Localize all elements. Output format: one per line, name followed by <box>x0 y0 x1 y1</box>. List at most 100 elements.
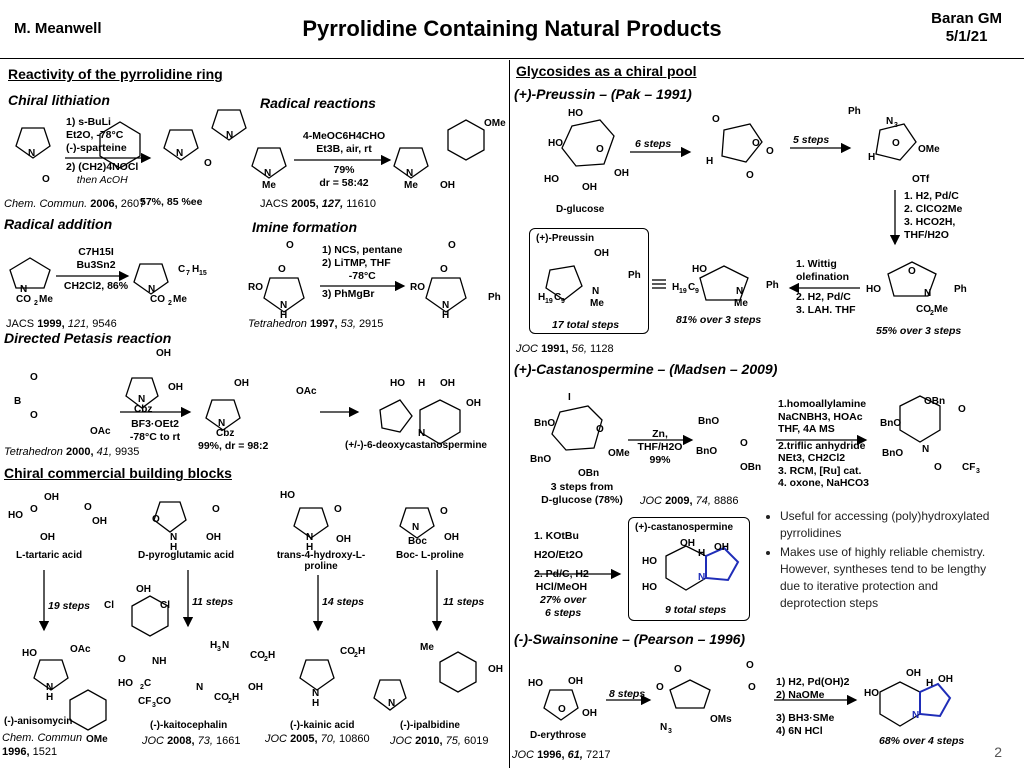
svg-text:O: O <box>152 514 160 525</box>
svg-text:O: O <box>448 240 456 251</box>
svg-text:HO: HO <box>118 678 133 689</box>
svg-text:2: 2 <box>140 684 144 691</box>
svg-text:9: 9 <box>695 288 699 295</box>
svg-text:N: N <box>660 722 667 733</box>
ring <box>721 123 763 163</box>
svg-text:HO: HO <box>390 378 405 389</box>
castanospermine-box-title: (+)-castanospermine <box>635 522 734 533</box>
svg-text:H: H <box>442 310 449 321</box>
svg-text:N: N <box>306 532 313 543</box>
svg-text:N: N <box>46 682 53 693</box>
reagent-line: 1. H2, Pd/C <box>904 190 959 202</box>
ring <box>251 147 287 179</box>
svg-text:OMe: OMe <box>608 448 630 459</box>
ring <box>419 399 461 445</box>
reagent-line: 3) BH3·SMe <box>776 712 835 724</box>
svg-text:CO: CO <box>250 650 265 661</box>
svg-text:OH: OH <box>136 584 151 595</box>
svg-text:N: N <box>170 532 177 543</box>
reagent-line: THF, 4A MS <box>778 423 835 435</box>
svg-text:CO: CO <box>150 294 165 305</box>
ring <box>699 265 749 301</box>
svg-text:Me: Me <box>262 180 276 191</box>
svg-text:H: H <box>706 156 713 167</box>
svg-text:OH: OH <box>466 398 481 409</box>
reagent-line: 2.triflic anhydride <box>778 439 866 452</box>
svg-text:O: O <box>892 138 900 149</box>
svg-text:N: N <box>406 168 413 179</box>
castanospermine-box: (+)-castanospermine 9 total steps <box>628 517 750 621</box>
svg-text:Me: Me <box>734 298 748 309</box>
svg-text:O: O <box>958 404 966 415</box>
svg-text:3: 3 <box>976 468 980 475</box>
highlight-ring <box>919 682 952 718</box>
svg-text:HO: HO <box>642 582 657 593</box>
building-block-boc-proline: Boc- L-proline <box>396 550 464 561</box>
ring <box>69 689 107 731</box>
preussin-reagents-right: 1. H2, Pd/C 2. ClCO2Me 3. HCO2H, THF/H2O <box>904 190 962 242</box>
yield-line: 27% over <box>540 594 587 606</box>
preussin-box-steps: 17 total steps <box>552 319 620 331</box>
svg-text:2: 2 <box>264 656 268 663</box>
svg-text:OH: OH <box>714 542 729 553</box>
preussin-step1: 6 steps <box>635 138 672 150</box>
svg-text:Me: Me <box>934 304 948 315</box>
pyrrolidine-rings <box>9 109 583 721</box>
svg-text:OH: OH <box>444 532 459 543</box>
reagent-line: 4. oxone, NaHCO3 <box>778 477 870 489</box>
imine-formation-ref: Tetrahedron 1997, 53, 2915 <box>248 318 384 330</box>
reagent-line: H2O/Et2O <box>534 549 584 561</box>
svg-text:N: N <box>176 148 183 159</box>
svg-text:H: H <box>268 650 275 661</box>
author-name: M. Meanwell <box>14 20 102 37</box>
svg-text:Cl: Cl <box>104 600 114 611</box>
ring <box>125 377 159 409</box>
svg-text:Cl: Cl <box>160 600 170 611</box>
ring <box>153 501 187 533</box>
svg-text:3: 3 <box>217 646 221 653</box>
reagent-line: 3. LAH. THF <box>796 304 856 316</box>
target-kainic: (-)-kainic acid <box>290 720 355 731</box>
note-line: 3 steps from <box>550 481 614 493</box>
summary-bullets: Useful for accessing (poly)hydroxylated … <box>764 508 1000 614</box>
preussin-title: (+)-Preussin – (Pak – 1991) <box>514 86 692 102</box>
ring <box>425 277 467 313</box>
svg-text:OBn: OBn <box>740 462 761 473</box>
svg-text:19: 19 <box>545 298 553 305</box>
reagent-line: THF/H2O <box>637 441 683 453</box>
group-date-block: Baran GM 5/1/21 <box>931 10 1002 46</box>
svg-text:H: H <box>210 640 217 651</box>
svg-text:OH: OH <box>156 348 171 359</box>
swainsonine-ref: JOC 1996, 61, 7217 <box>512 749 611 761</box>
svg-text:H: H <box>46 692 53 703</box>
ring <box>9 257 51 289</box>
reagent-line: then AcOH <box>76 174 128 186</box>
preussin-box-title: (+)-Preussin <box>536 233 595 244</box>
svg-text:BnO: BnO <box>530 454 551 465</box>
column-divider <box>509 60 510 768</box>
ring <box>15 127 51 159</box>
svg-text:H: H <box>418 378 425 389</box>
svg-text:19: 19 <box>679 288 687 295</box>
svg-text:O: O <box>558 704 566 715</box>
castanospermine-ref: JOC 2009, 74, 8886 <box>640 495 739 507</box>
swainsonine-title: (-)-Swainsonine – (Pearson – 1996) <box>514 631 746 647</box>
ring <box>439 651 477 693</box>
steps-kaitocephalin: 11 steps <box>192 596 234 608</box>
ring <box>373 679 407 711</box>
svg-text:OH: OH <box>614 168 629 179</box>
svg-text:RO: RO <box>248 282 263 293</box>
reagent-line: 1. Wittig <box>796 258 837 270</box>
steps-kainic: 14 steps <box>322 596 365 608</box>
svg-text:H: H <box>538 292 545 303</box>
ring <box>205 399 241 431</box>
preussin-step2: 5 steps <box>793 134 830 146</box>
page-number: 2 <box>994 744 1002 760</box>
reagent-line: 1) s-BuLi <box>66 116 111 128</box>
radical-reactions-title: Radical reactions <box>260 95 376 111</box>
svg-text:H: H <box>232 692 239 703</box>
steps-ipalbidine: 11 steps <box>443 596 485 608</box>
svg-text:OH: OH <box>248 682 263 693</box>
svg-text:N: N <box>138 394 145 405</box>
